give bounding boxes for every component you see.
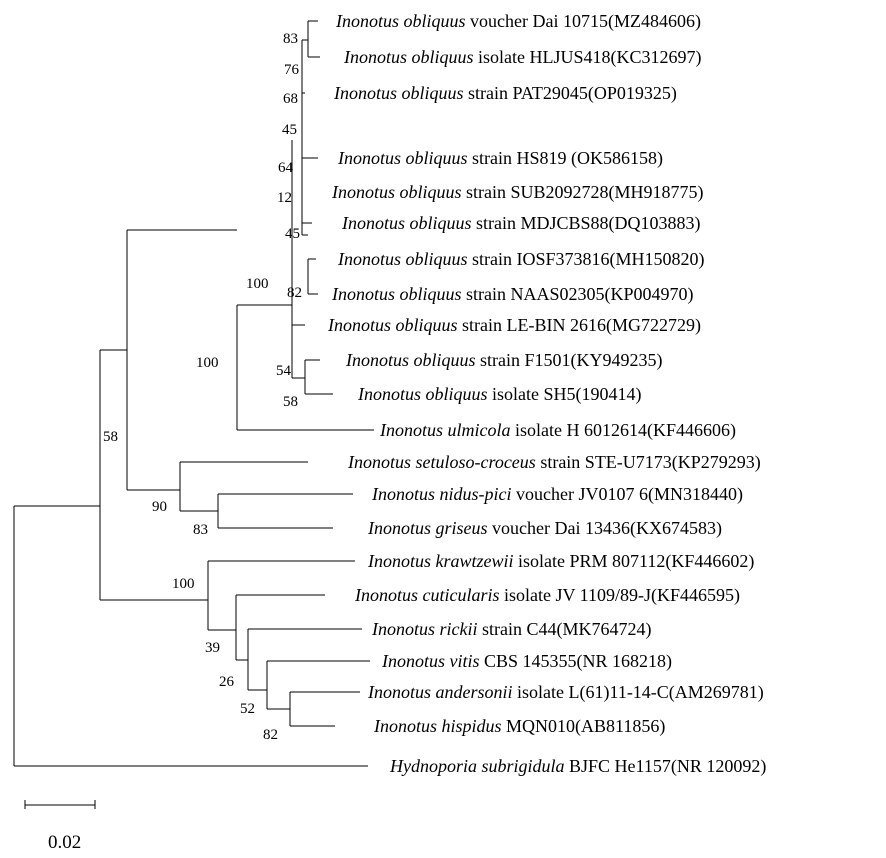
taxon-label: Inonotus obliquus strain F1501(KY949235) xyxy=(345,350,663,371)
bootstrap-value: 68 xyxy=(283,91,298,107)
taxon-species-name: Inonotus obliquus xyxy=(327,315,458,335)
bootstrap-value: 45 xyxy=(282,122,297,138)
bootstrap-value: 45 xyxy=(285,226,300,242)
bootstrap-value: 90 xyxy=(152,499,167,515)
taxon-species-name: Inonotus krawtzewii xyxy=(367,551,514,571)
bootstrap-value: 12 xyxy=(277,190,292,206)
taxon-labels: Inonotus obliquus voucher Dai 10715(MZ48… xyxy=(327,11,766,777)
taxon-species-name: Inonotus obliquus xyxy=(357,384,488,404)
bootstrap-value: 39 xyxy=(205,640,220,656)
taxon-accession: strain PAT29045(OP019325) xyxy=(464,83,677,104)
taxon-species-name: Inonotus griseus xyxy=(367,518,488,538)
taxon-label: Inonotus obliquus isolate SH5(190414) xyxy=(357,384,642,405)
taxon-species-name: Inonotus obliquus xyxy=(331,284,462,304)
bootstrap-value: 58 xyxy=(103,429,118,445)
scale-bar-label: 0.02 xyxy=(48,832,81,853)
taxon-accession: isolate SH5(190414) xyxy=(488,384,642,405)
taxon-accession: strain STE-U7173(KP279293) xyxy=(536,452,761,473)
taxon-species-name: Inonotus andersonii xyxy=(367,682,513,702)
taxon-label: Inonotus obliquus strain NAAS02305(KP004… xyxy=(331,284,694,305)
taxon-label: Inonotus rickii strain C44(MK764724) xyxy=(371,619,652,640)
taxon-species-name: Inonotus obliquus xyxy=(333,83,464,103)
bootstrap-value: 100 xyxy=(246,276,269,292)
taxon-species-name: Inonotus obliquus xyxy=(335,11,466,31)
taxon-accession: voucher JV0107 6(MN318440) xyxy=(512,484,743,505)
bootstrap-value: 82 xyxy=(263,727,278,743)
bootstrap-value: 54 xyxy=(276,363,292,379)
taxon-label: Inonotus obliquus strain HS819 (OK586158… xyxy=(337,148,663,169)
taxon-accession: strain SUB2092728(MH918775) xyxy=(462,182,704,203)
bootstrap-value: 82 xyxy=(287,285,302,301)
bootstrap-value: 52 xyxy=(240,701,255,717)
taxon-species-name: Hydnoporia subrigidula xyxy=(389,756,565,776)
taxon-accession: MQN010(AB811856) xyxy=(502,716,666,737)
taxon-label: Inonotus setuloso-croceus strain STE-U71… xyxy=(347,452,761,473)
taxon-accession: strain C44(MK764724) xyxy=(478,619,652,640)
taxon-label: Inonotus hispidus MQN010(AB811856) xyxy=(373,716,665,737)
taxon-species-name: Inonotus setuloso-croceus xyxy=(347,452,536,472)
taxon-label: Inonotus obliquus strain MDJCBS88(DQ1038… xyxy=(341,213,701,234)
taxon-species-name: Inonotus hispidus xyxy=(373,716,502,736)
taxon-accession: CBS 145355(NR 168218) xyxy=(480,651,673,672)
taxon-accession: strain HS819 (OK586158) xyxy=(468,148,664,169)
taxon-accession: strain LE-BIN 2616(MG722729) xyxy=(458,315,701,336)
taxon-label: Inonotus ulmicola isolate H 6012614(KF44… xyxy=(379,420,736,441)
taxon-label: Inonotus obliquus isolate HLJUS418(KC312… xyxy=(343,47,702,68)
taxon-accession: isolate JV 1109/89-J(KF446595) xyxy=(500,585,741,606)
taxon-label: Inonotus obliquus strain IOSF373816(MH15… xyxy=(337,249,705,270)
taxon-accession: strain F1501(KY949235) xyxy=(476,350,663,371)
scale-bar: 0.02 xyxy=(24,800,96,853)
taxon-species-name: Inonotus obliquus xyxy=(341,213,472,233)
bootstrap-value: 83 xyxy=(193,522,208,538)
taxon-accession: isolate PRM 807112(KF446602) xyxy=(514,551,755,572)
taxon-label: Inonotus cuticularis isolate JV 1109/89-… xyxy=(354,585,740,606)
taxon-accession: isolate H 6012614(KF446606) xyxy=(511,420,736,441)
taxon-label: Hydnoporia subrigidula BJFC He1157(NR 12… xyxy=(389,756,766,777)
taxon-accession: isolate HLJUS418(KC312697) xyxy=(474,47,702,68)
taxon-species-name: Inonotus vitis xyxy=(381,651,480,671)
taxon-species-name: Inonotus obliquus xyxy=(337,148,468,168)
taxon-label: Inonotus obliquus strain SUB2092728(MH91… xyxy=(331,182,704,203)
taxon-species-name: Inonotus obliquus xyxy=(337,249,468,269)
bootstrap-value: 100 xyxy=(196,355,219,371)
taxon-species-name: Inonotus rickii xyxy=(371,619,478,639)
taxon-label: Inonotus krawtzewii isolate PRM 807112(K… xyxy=(367,551,754,572)
taxon-label: Inonotus vitis CBS 145355(NR 168218) xyxy=(381,651,672,672)
taxon-species-name: Inonotus obliquus xyxy=(331,182,462,202)
taxon-species-name: Inonotus obliquus xyxy=(345,350,476,370)
taxon-accession: voucher Dai 13436(KX674583) xyxy=(488,518,722,539)
bootstrap-labels: 83 76 68 45 64 12 45 100 82 54 58 100 58 90 83 100 39 26 5… xyxy=(103,31,302,743)
taxon-accession: strain NAAS02305(KP004970) xyxy=(462,284,694,305)
taxon-label: Inonotus obliquus strain PAT29045(OP0193… xyxy=(333,83,677,104)
bootstrap-value: 100 xyxy=(172,576,195,592)
taxon-label: Inonotus obliquus strain LE-BIN 2616(MG7… xyxy=(327,315,701,336)
taxon-accession: BJFC He1157(NR 120092) xyxy=(565,756,767,777)
taxon-species-name: Inonotus cuticularis xyxy=(354,585,500,605)
taxon-accession: voucher Dai 10715(MZ484606) xyxy=(466,11,701,32)
taxon-label: Inonotus griseus voucher Dai 13436(KX674… xyxy=(367,518,722,539)
taxon-species-name: Inonotus nidus-pici xyxy=(371,484,512,504)
bootstrap-value: 83 xyxy=(283,31,298,47)
taxon-accession: strain IOSF373816(MH150820) xyxy=(468,249,705,270)
bootstrap-value: 64 xyxy=(278,160,294,176)
taxon-species-name: Inonotus obliquus xyxy=(343,47,474,67)
taxon-species-name: Inonotus ulmicola xyxy=(379,420,511,440)
bootstrap-value: 76 xyxy=(284,62,300,78)
tree-branches xyxy=(13,20,374,767)
taxon-label: Inonotus andersonii isolate L(61)11-14-C… xyxy=(367,682,764,703)
bootstrap-value: 26 xyxy=(219,674,235,690)
bootstrap-value: 58 xyxy=(283,394,298,410)
taxon-label: Inonotus nidus-pici voucher JV0107 6(MN3… xyxy=(371,484,743,505)
taxon-label: Inonotus obliquus voucher Dai 10715(MZ48… xyxy=(335,11,701,32)
taxon-accession: isolate L(61)11-14-C(AM269781) xyxy=(513,682,764,703)
taxon-accession: strain MDJCBS88(DQ103883) xyxy=(472,213,701,234)
